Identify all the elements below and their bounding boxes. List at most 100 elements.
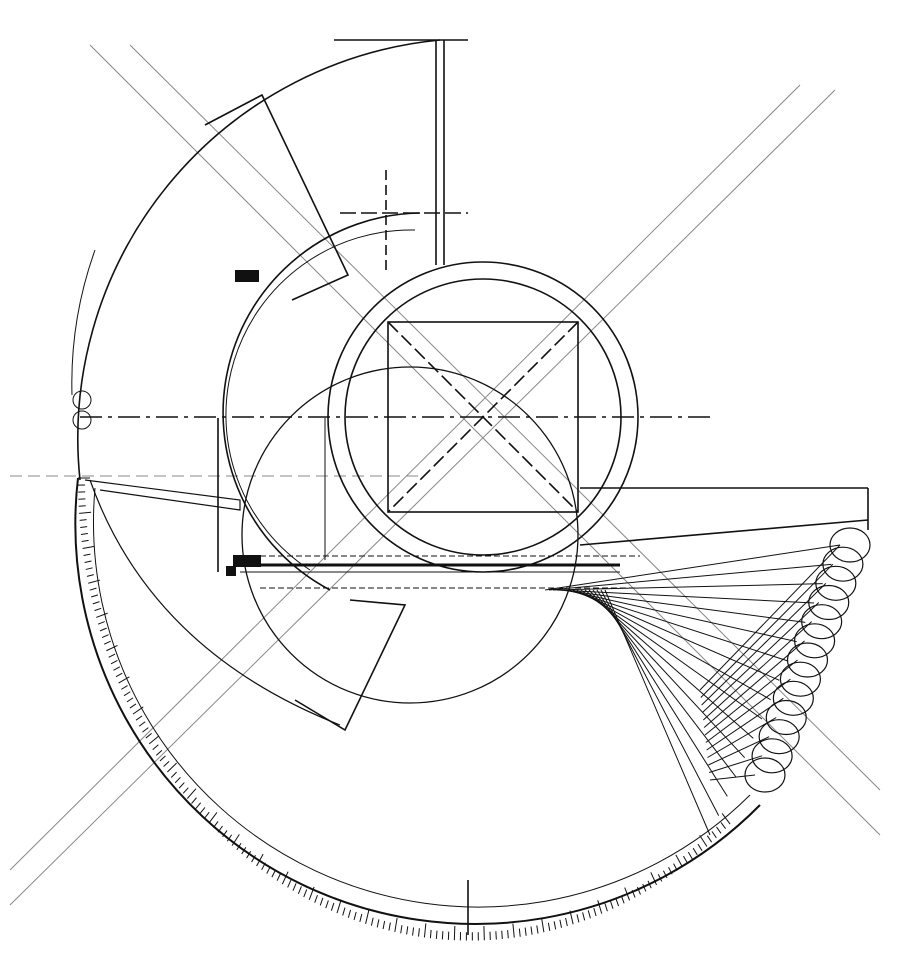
graduation-tick xyxy=(642,883,647,892)
graduation-tick xyxy=(106,644,118,652)
graduation-tick xyxy=(650,872,657,886)
graduation-tick xyxy=(85,567,93,570)
graduated-arc xyxy=(74,477,761,925)
graduation-tick xyxy=(199,807,206,814)
graduated-arc-inner xyxy=(92,487,751,908)
graduation-tick xyxy=(683,855,688,864)
graduation-tick xyxy=(266,866,271,874)
middle-arc xyxy=(222,212,421,591)
graduation-tick xyxy=(587,910,591,919)
graduation-tick xyxy=(167,762,178,773)
fan-line xyxy=(596,589,728,797)
graduation-tick xyxy=(604,903,608,912)
graduation-tick xyxy=(673,863,678,871)
graduation-tick xyxy=(716,826,722,834)
graduation-tick xyxy=(553,921,557,930)
graduation-tick xyxy=(536,925,539,934)
fan-line xyxy=(702,602,820,713)
graduation-tick xyxy=(631,889,636,898)
graduation-tick xyxy=(308,886,315,901)
graduation-tick xyxy=(91,594,99,598)
graduation-tick xyxy=(582,912,586,921)
chain-circle xyxy=(822,546,864,582)
fan-line xyxy=(709,774,756,781)
graduation-tick xyxy=(78,505,86,507)
graduation-tick xyxy=(382,920,386,930)
graduation-tick xyxy=(271,869,276,878)
chain-circle xyxy=(829,527,871,563)
graduation-tick xyxy=(647,880,652,889)
graduation-tick xyxy=(565,917,568,927)
graduation-tick xyxy=(123,691,131,697)
graduation-ticks xyxy=(78,477,731,941)
graduation-tick xyxy=(593,908,597,917)
outer-arc xyxy=(77,39,441,481)
outer-arc-inner xyxy=(71,249,96,396)
graduation-tick xyxy=(501,930,503,940)
graduation-tick xyxy=(297,886,302,895)
graduation-tick xyxy=(80,526,88,528)
graduation-tick xyxy=(281,871,289,885)
lower-circle xyxy=(241,366,579,704)
graduation-tick xyxy=(126,697,134,703)
graduation-tick xyxy=(609,900,614,909)
graduation-tick xyxy=(597,900,603,914)
graduation-tick xyxy=(217,825,223,833)
graduation-tick xyxy=(406,926,409,935)
graduation-tick xyxy=(101,634,109,638)
graduation-tick xyxy=(636,886,641,895)
graduation-tick xyxy=(699,834,708,847)
graduation-tick xyxy=(435,930,438,939)
fan-line xyxy=(604,589,711,836)
graduation-tick xyxy=(365,910,370,924)
fan-line xyxy=(552,583,823,591)
chain-circle xyxy=(765,699,807,736)
graduation-tick xyxy=(423,923,427,938)
graduation-tick xyxy=(507,930,509,939)
marker-block xyxy=(226,566,236,576)
chain-circle xyxy=(772,680,814,716)
graduation-tick xyxy=(159,755,166,762)
blade-bottom xyxy=(294,599,407,732)
graduation-tick xyxy=(657,874,663,882)
fan-line xyxy=(544,544,841,591)
graduation-tick xyxy=(668,867,673,875)
graduation-tick xyxy=(86,574,94,577)
graduation-tick xyxy=(186,788,197,799)
graduation-tick xyxy=(88,579,101,584)
graduation-tick xyxy=(314,894,318,903)
fan-line xyxy=(564,589,797,643)
graduation-tick xyxy=(178,782,185,789)
graduation-tick xyxy=(261,862,266,871)
main-lines xyxy=(71,39,871,941)
graduation-tick xyxy=(530,926,533,935)
graduation-tick xyxy=(721,813,731,825)
graduation-tick xyxy=(163,761,170,767)
graduation-tick xyxy=(325,900,329,909)
graduation-tick xyxy=(138,721,146,727)
graduation-tick xyxy=(541,918,545,933)
graduation-tick xyxy=(96,612,108,618)
graduation-tick xyxy=(83,553,91,557)
graduation-tick xyxy=(720,822,726,830)
graduation-tick xyxy=(222,830,228,838)
chain-circle xyxy=(786,642,829,678)
graduation-tick xyxy=(108,653,116,658)
chain-circle xyxy=(751,738,793,774)
graduation-tick xyxy=(547,922,551,931)
graduation-tick xyxy=(118,676,130,684)
graduation-tick xyxy=(512,923,515,938)
graduation-tick xyxy=(82,545,95,550)
graduation-tick xyxy=(711,831,717,839)
graduation-tick xyxy=(569,910,574,925)
graduation-tick xyxy=(697,843,703,852)
fan-line xyxy=(560,589,806,623)
graduation-tick xyxy=(319,897,324,906)
graduation-tick xyxy=(213,821,219,829)
graduation-tick xyxy=(412,927,415,936)
graduation-tick xyxy=(276,873,281,881)
graduation-tick xyxy=(292,883,297,891)
graduation-tick xyxy=(174,777,181,784)
marker-block xyxy=(233,555,261,567)
